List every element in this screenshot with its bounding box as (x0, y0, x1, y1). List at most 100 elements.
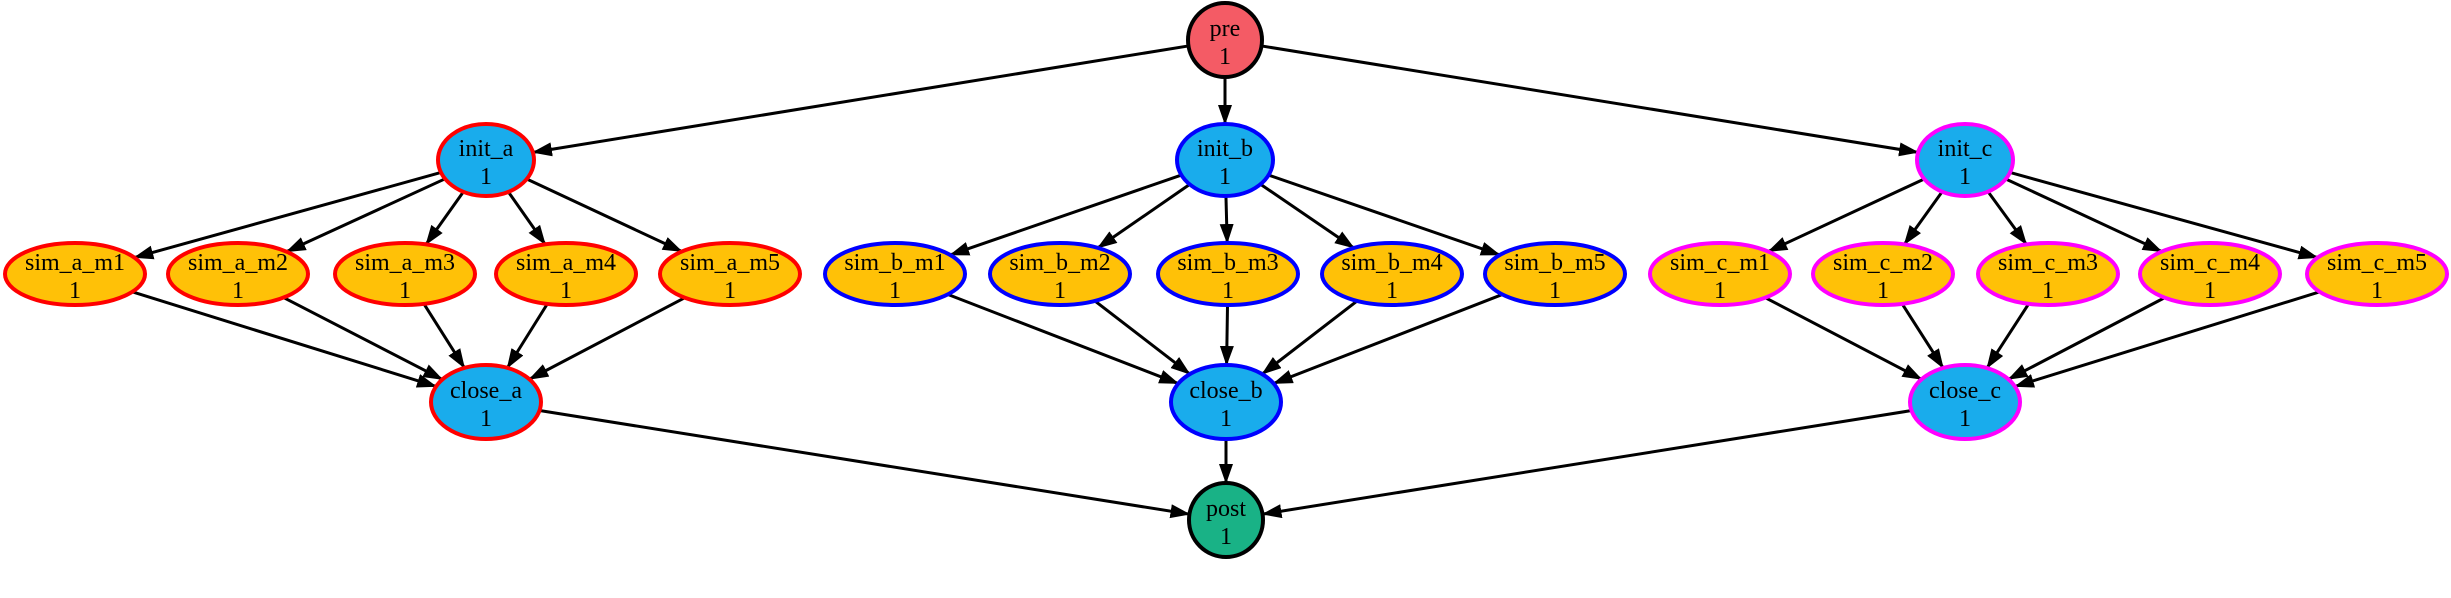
edge-init_b-to-sim_b_m3 (1219, 195, 1234, 245)
edge-pre-to-init_c (1261, 44, 1920, 157)
node-label-sim_b_m1: sim_b_m1 (844, 250, 945, 276)
edge-sim_b_m4-to-close_b (1261, 299, 1359, 376)
node-count-sim_b_m5: 1 (1549, 278, 1561, 304)
node-label-init_b: init_b (1197, 136, 1253, 162)
node-count-sim_a_m5: 1 (724, 278, 736, 304)
node-label-sim_a_m5: sim_a_m5 (680, 250, 780, 276)
node-count-init_b: 1 (1219, 164, 1231, 190)
node-label-sim_c_m1: sim_c_m1 (1670, 250, 1770, 276)
node-label-close_a: close_a (450, 378, 522, 404)
node-shape-init_a (436, 122, 536, 198)
nodes-layer: pre1init_a1init_b1init_c1sim_a_m11sim_a_… (3, 1, 2449, 559)
node-shape-sim_a_m2 (166, 241, 310, 307)
edge-init_c-to-sim_c_m4 (2005, 177, 2163, 253)
node-count-sim_b_m4: 1 (1386, 278, 1398, 304)
node-count-sim_b_m3: 1 (1222, 278, 1234, 304)
edge-init_b-to-sim_b_m1 (949, 173, 1182, 257)
edge-sim_b_m5-to-close_b (1272, 293, 1503, 385)
node-count-sim_a_m4: 1 (560, 278, 572, 304)
edge-sim_a_m2-to-close_a (282, 296, 444, 381)
node-label-close_b: close_b (1189, 378, 1262, 404)
node-shape-sim_c_m5 (2305, 241, 2449, 307)
edge-sim_b_m3-to-close_b (1219, 304, 1234, 367)
edge-init_a-to-sim_a_m2 (285, 177, 446, 254)
node-count-close_b: 1 (1220, 406, 1232, 432)
edge-init_b-to-sim_b_m2 (1096, 183, 1191, 250)
node-shape-sim_b_m2 (988, 241, 1132, 307)
node-label-sim_c_m2: sim_c_m2 (1833, 250, 1933, 276)
edge-init_c-to-sim_c_m1 (1767, 177, 1925, 253)
node-count-sim_c_m3: 1 (2042, 278, 2054, 304)
node-label-sim_a_m3: sim_a_m3 (355, 250, 455, 276)
node-sim_c_m1: sim_c_m11 (1648, 241, 1792, 307)
node-label-sim_b_m5: sim_b_m5 (1504, 250, 1605, 276)
node-label-sim_a_m4: sim_a_m4 (516, 250, 616, 276)
edge-sim_a_m5-to-close_a (528, 296, 686, 381)
node-init_a: init_a1 (436, 122, 536, 198)
edge-init_c-to-sim_c_m2 (1903, 190, 1944, 246)
edge-sim_b_m1-to-close_b (947, 292, 1180, 385)
node-shape-close_a (429, 363, 543, 441)
node-label-sim_c_m4: sim_c_m4 (2160, 250, 2260, 276)
edge-init_b-to-sim_b_m5 (1268, 173, 1501, 257)
node-shape-sim_a_m3 (333, 241, 477, 307)
node-label-sim_c_m3: sim_c_m3 (1998, 250, 2098, 276)
node-sim_a_m3: sim_a_m31 (333, 241, 477, 307)
edges-layer (131, 44, 2321, 519)
node-count-close_c: 1 (1959, 406, 1971, 432)
edge-init_a-to-sim_a_m3 (424, 190, 465, 246)
node-sim_c_m2: sim_c_m21 (1811, 241, 1955, 307)
edge-sim_c_m3-to-close_c (1985, 302, 2030, 369)
node-shape-sim_c_m2 (1811, 241, 1955, 307)
node-count-init_a: 1 (480, 164, 492, 190)
node-label-pre: pre (1210, 16, 1241, 42)
node-count-sim_c_m4: 1 (2204, 278, 2216, 304)
node-sim_b_m5: sim_b_m51 (1483, 241, 1627, 307)
node-shape-close_c (1908, 363, 2022, 441)
edge-init_a-to-sim_a_m1 (133, 171, 442, 260)
edge-init_c-to-sim_c_m3 (1986, 190, 2028, 246)
node-count-init_c: 1 (1959, 164, 1971, 190)
node-label-sim_a_m1: sim_a_m1 (25, 250, 125, 276)
edge-pre-to-init_a (531, 44, 1189, 157)
node-count-post: 1 (1220, 524, 1232, 550)
edge-sim_c_m1-to-close_c (1764, 296, 1923, 381)
edge-sim_c_m2-to-close_c (1900, 303, 1945, 369)
node-label-post: post (1206, 496, 1246, 522)
node-sim_a_m1: sim_a_m11 (3, 241, 147, 307)
node-sim_c_m4: sim_c_m41 (2138, 241, 2282, 307)
node-sim_a_m4: sim_a_m41 (494, 241, 638, 307)
node-label-sim_b_m3: sim_b_m3 (1177, 250, 1278, 276)
edge-close_a-to-post (539, 409, 1191, 519)
node-label-init_c: init_c (1938, 136, 1993, 162)
node-shape-sim_c_m4 (2138, 241, 2282, 307)
node-sim_b_m1: sim_b_m11 (823, 241, 967, 307)
node-init_c: init_c1 (1915, 122, 2015, 198)
node-shape-sim_b_m3 (1156, 241, 1300, 307)
node-shape-init_b (1175, 122, 1275, 198)
node-shape-sim_a_m5 (658, 241, 802, 307)
edge-close_c-to-post (1261, 409, 1912, 519)
node-shape-close_b (1169, 363, 1283, 441)
node-init_b: init_b1 (1175, 122, 1275, 198)
node-close_b: close_b1 (1169, 363, 1283, 441)
edge-init_a-to-sim_a_m5 (526, 177, 683, 253)
node-label-sim_a_m2: sim_a_m2 (188, 250, 288, 276)
node-shape-sim_c_m1 (1648, 241, 1792, 307)
node-label-init_a: init_a (459, 136, 514, 162)
node-sim_a_m2: sim_a_m21 (166, 241, 310, 307)
node-shape-pre (1186, 1, 1264, 79)
edge-sim_a_m3-to-close_a (422, 303, 466, 369)
node-shape-sim_b_m1 (823, 241, 967, 307)
edge-init_a-to-sim_a_m4 (507, 190, 547, 246)
node-close_a: close_a1 (429, 363, 543, 441)
node-count-pre: 1 (1219, 44, 1231, 70)
node-shape-sim_a_m1 (3, 241, 147, 307)
node-shape-post (1187, 481, 1265, 559)
node-shape-sim_b_m5 (1483, 241, 1627, 307)
node-sim_c_m3: sim_c_m31 (1976, 241, 2120, 307)
node-count-sim_c_m1: 1 (1714, 278, 1726, 304)
edge-sim_a_m1-to-close_a (131, 290, 438, 388)
